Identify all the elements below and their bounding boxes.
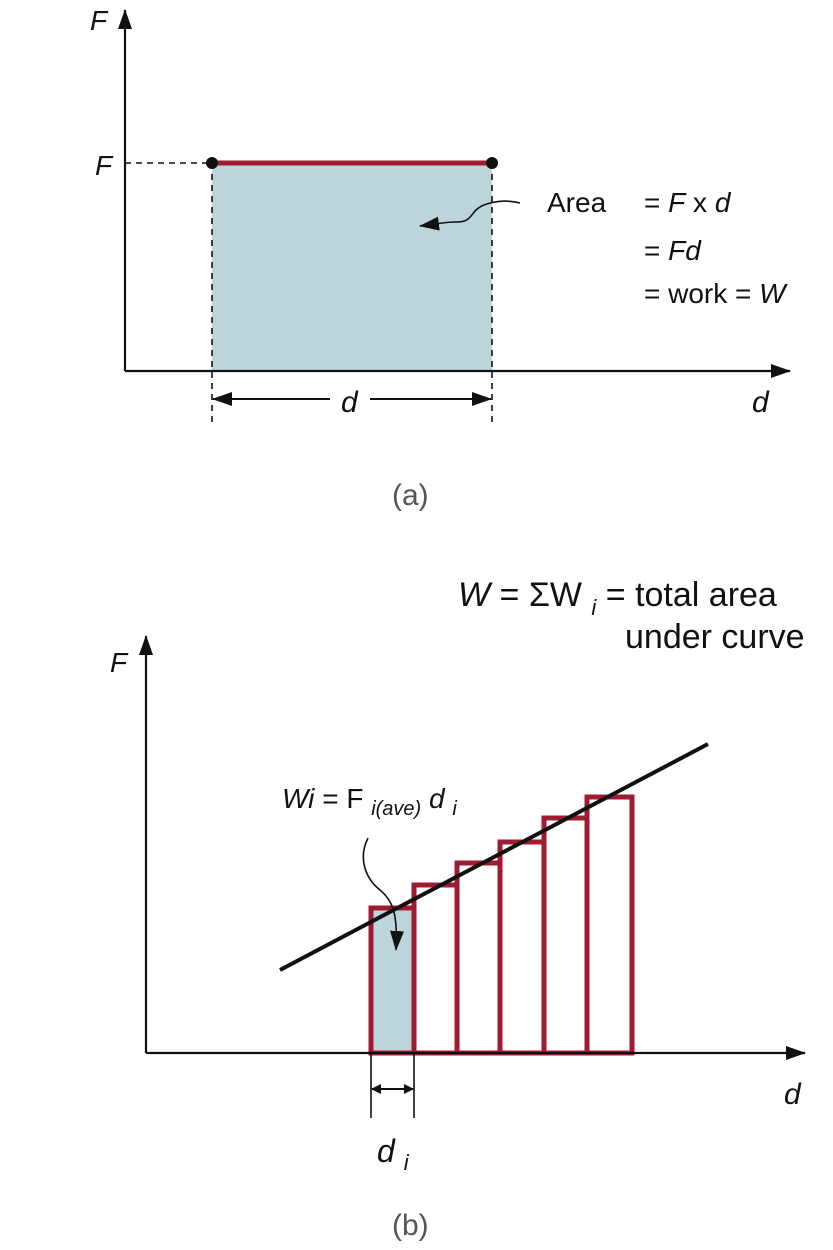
- caption-b: (b): [392, 1209, 429, 1242]
- force-start-dot: [206, 157, 218, 169]
- y-axis-label-b: F: [110, 647, 129, 678]
- di-label: d i: [377, 1133, 410, 1175]
- strip-4: [497, 839, 547, 1056]
- strip-callout-pointer: [362, 837, 404, 951]
- force-end-dot: [486, 157, 498, 169]
- area-equation-line1: Area = F x d: [547, 187, 732, 218]
- displacement-label-a: d: [341, 386, 359, 419]
- strip-2: [411, 882, 460, 1056]
- caption-a: (a): [392, 479, 429, 512]
- area-callout-pointer: [419, 200, 521, 231]
- total-work-equation-line2: under curve: [625, 618, 805, 656]
- panel-b: F d W = ΣW i = total area under curve Wi…: [110, 576, 806, 1242]
- y-axis-label-a: F: [90, 5, 109, 36]
- strip-5: [541, 815, 590, 1056]
- strip-work-equation: Wi = F i(ave) d i: [282, 783, 457, 821]
- area-equation-line3: = work = W: [644, 278, 788, 309]
- strip-6: [584, 794, 635, 1056]
- strip-3: [454, 860, 503, 1056]
- force-curve-line: [279, 742, 709, 972]
- area-equation-line2: = Fd: [644, 235, 702, 266]
- x-axis-label-b: d: [784, 1078, 802, 1111]
- total-work-equation-line1: W = ΣW i = total area: [458, 576, 777, 623]
- strip-1-fill: [371, 908, 414, 1053]
- work-area-rect: [212, 163, 492, 371]
- x-axis-label-a: d: [752, 386, 770, 419]
- panel-a: F F d d Area = F x d = Fd = work = W (a): [90, 5, 791, 512]
- force-tick-label: F: [95, 150, 114, 181]
